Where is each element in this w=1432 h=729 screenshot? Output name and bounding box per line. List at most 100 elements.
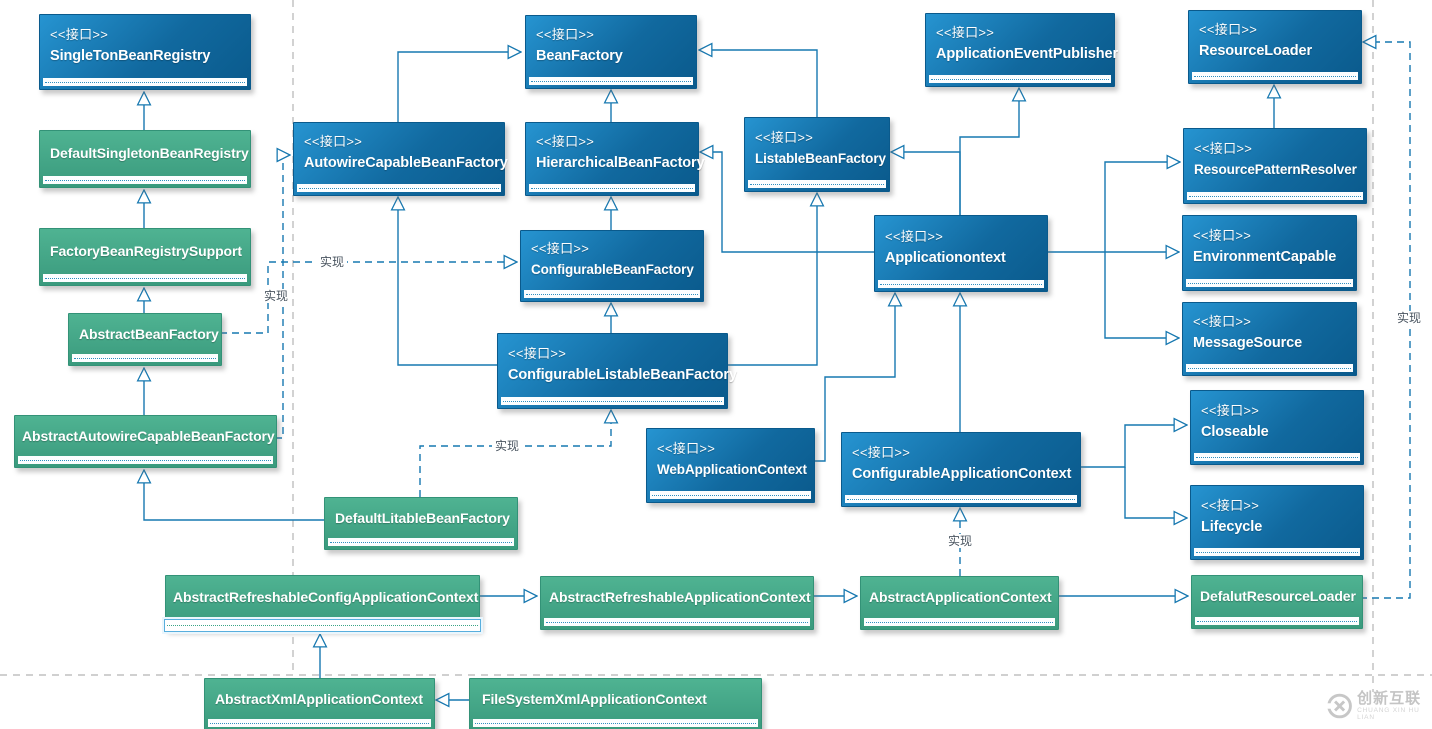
class-name: BeanFactory — [536, 48, 623, 64]
class-name: ResourcePatternResolver — [1194, 162, 1357, 177]
class-name: ConfigurableBeanFactory — [531, 262, 694, 277]
class-box-abstractapplicationcontext[interactable]: AbstractApplicationContext — [860, 576, 1059, 630]
class-name: DefalutResourceLoader — [1200, 588, 1356, 604]
implements-label: 实现 — [260, 289, 292, 303]
attributes-compartment — [1192, 72, 1358, 80]
interface-box-webapplicationcontext[interactable]: <<接口>> WebApplicationContext — [646, 428, 815, 503]
attributes-compartment — [328, 538, 514, 546]
class-name: AbstractAutowireCapableBeanFactory — [22, 427, 275, 444]
attributes-compartment — [864, 618, 1055, 626]
attributes-compartment — [529, 184, 695, 192]
watermark-subtext: CHUANG XIN HU LIAN — [1357, 707, 1420, 721]
attributes-compartment — [1194, 453, 1360, 461]
interface-box-listablebeanfactory[interactable]: <<接口>>ListableBeanFactory — [744, 117, 890, 192]
class-box-abstractrefreshableconfigapplicationcontext[interactable]: AbstractRefreshableConfigApplicationCont… — [164, 575, 481, 632]
edge-defaultlitablebeanfactory-to-abstractautowirecapablebeanfactory[interactable] — [144, 470, 324, 521]
watermark-brand: 创新互联 — [1357, 690, 1422, 707]
implements-label: 实现 — [491, 439, 523, 453]
stereotype-label: <<接口>> — [508, 346, 567, 361]
interface-box-resourceloader[interactable]: <<接口>>ResourceLoader — [1188, 10, 1362, 84]
interface-box-singletonbeanregistry[interactable]: <<接口>> SingleTonBeanRegistry — [39, 14, 251, 90]
class-name: AbstractBeanFactory — [79, 325, 219, 342]
interface-box-messagesource[interactable]: <<接口>>MessageSource — [1182, 302, 1357, 376]
stereotype-label: <<接口>> — [50, 27, 109, 42]
interface-box-environmentcapable[interactable]: <<接口>>EnvironmentCapable — [1182, 215, 1357, 291]
stereotype-label: <<接口>> — [304, 134, 363, 149]
implements-label: 实现 — [1393, 311, 1425, 325]
class-box-defaultsingletonbeanregistry[interactable]: DefaultSingletonBeanRegistry — [39, 130, 251, 188]
attributes-compartment — [43, 274, 247, 282]
interface-box-configurablebeanfactory[interactable]: <<接口>>ConfigurableBeanFactory — [520, 230, 704, 302]
edge-configurablelistablebeanfactory-to-autowirecapablebeanfactory[interactable] — [398, 197, 497, 366]
interface-box-applicationontext[interactable]: <<接口>>Applicationontext — [874, 215, 1048, 292]
class-box-defalutresourceloader[interactable]: DefalutResourceLoader — [1191, 575, 1363, 629]
edge-abstractbeanfactory-implements-configurablebeanfactory[interactable] — [220, 262, 517, 334]
class-name: ConfigurableApplicationContext — [852, 465, 1072, 482]
edge-defaultlitable-implements-configurablelistablebeanfactory[interactable] — [419, 410, 611, 497]
edge-autowirecapablebeanfactory-to-beanfactory[interactable] — [397, 52, 521, 122]
class-name: DefaultSingletonBeanRegistry — [50, 145, 249, 161]
class-name: SingleTonBeanRegistry — [50, 48, 211, 64]
edge-applicationontext-to-resourcepatternresolver[interactable] — [1104, 162, 1180, 252]
class-name: FileSystemXmlApplicationContext — [482, 690, 707, 707]
class-name: AbstractRefreshableApplicationContext — [549, 589, 811, 605]
attributes-compartment — [473, 719, 758, 727]
attributes-compartment — [929, 75, 1111, 83]
class-box-filesystemxmlapplicationcontext[interactable]: FileSystemXmlApplicationContext — [469, 678, 762, 729]
interface-box-resourcepatternresolver[interactable]: <<接口>> ResourcePatternResolver — [1183, 128, 1367, 204]
interface-box-closeable[interactable]: <<接口>>Closeable — [1190, 390, 1364, 465]
stereotype-label: <<接口>> — [1194, 141, 1253, 156]
class-name: FactoryBeanRegistrySupport — [50, 243, 242, 259]
stereotype-label: <<接口>> — [1199, 22, 1258, 37]
class-box-abstractrefreshableapplicationcontext[interactable]: AbstractRefreshableApplicationContext — [540, 576, 814, 630]
stereotype-label: <<接口>> — [536, 134, 595, 149]
class-name: WebApplicationContext — [657, 461, 807, 477]
interface-box-applicationeventpublisher[interactable]: <<接口>>ApplicationEventPublisher — [925, 13, 1118, 87]
interface-box-beanfactory[interactable]: <<接口>>BeanFactory — [525, 15, 697, 89]
edge-applicationontext-to-hierarchicalbeanfactory[interactable] — [700, 152, 874, 253]
edge-applicationontext-to-listablebeanfactory[interactable] — [891, 152, 961, 215]
attributes-compartment — [524, 290, 700, 298]
edge-configurablelistablebeanfactory-to-listablebeanfactory[interactable] — [726, 193, 817, 366]
watermark-logo-icon — [1326, 693, 1352, 719]
interface-box-configurableapplicationcontext[interactable]: <<接口>> ConfigurableApplicationContext — [841, 432, 1081, 507]
class-name: MessageSource — [1193, 335, 1303, 351]
edge-configurableapplicationcontext-to-lifecycle[interactable] — [1124, 467, 1187, 518]
attributes-compartment — [43, 78, 247, 86]
watermark: 创新互联 CHUANG XIN HU LIAN — [1326, 686, 1432, 726]
attributes-compartment — [72, 354, 218, 362]
class-name: ConfigurableListableBeanFactory — [508, 367, 737, 383]
class-name: AbstractRefreshableConfigApplicationCont… — [173, 588, 479, 605]
edge-configurableapplicationcontext-to-closeable[interactable] — [1079, 425, 1187, 468]
implements-label: 实现 — [316, 255, 348, 269]
interface-box-hierarchicalbeanfactory[interactable]: <<接口>>HierarchicalBeanFactory — [525, 122, 705, 196]
class-box-abstractxmlapplicationcontext[interactable]: AbstractXmlApplicationContext — [204, 678, 435, 729]
class-box-defaultlitablebeanfactory[interactable]: DefaultLitableBeanFactory — [324, 497, 518, 550]
class-name: ApplicationEventPublisher — [936, 46, 1118, 62]
edge-listablebeanfactory-to-beanfactory[interactable] — [699, 50, 818, 117]
class-box-abstractbeanfactory[interactable]: AbstractBeanFactory — [68, 313, 222, 366]
class-name: DefaultLitableBeanFactory — [335, 509, 510, 526]
attributes-compartment — [878, 280, 1044, 288]
class-name: AutowireCapableBeanFactory — [304, 155, 508, 171]
attributes-compartment — [1186, 364, 1353, 372]
interface-box-lifecycle[interactable]: <<接口>>Lifecycle — [1190, 485, 1364, 560]
attributes-compartment — [501, 397, 724, 405]
edge-applicationontext-to-applicationeventpublisher[interactable] — [959, 88, 1019, 215]
stereotype-label: <<接口>> — [852, 444, 911, 460]
stereotype-label: <<接口>> — [1201, 402, 1260, 418]
interface-box-autowirecapablebeanfactory[interactable]: <<接口>> AutowireCapableBeanFactory — [293, 122, 508, 196]
edge-applicationontext-to-messagesource[interactable] — [1104, 252, 1179, 338]
class-name: AbstractApplicationContext — [869, 589, 1052, 605]
stereotype-label: <<接口>> — [657, 440, 716, 456]
attributes-compartment — [1194, 548, 1360, 556]
edge-webapplicationcontext-to-applicationontext[interactable] — [813, 293, 895, 462]
attributes-compartment — [297, 184, 501, 192]
attributes-compartment — [208, 719, 431, 727]
class-box-abstractautowirecapablebeanfactory[interactable]: AbstractAutowireCapableBeanFactory — [14, 415, 277, 468]
class-name: ListableBeanFactory — [755, 150, 886, 166]
class-box-factorybeanregistrysupport[interactable]: FactoryBeanRegistrySupport — [39, 228, 251, 286]
attributes-compartment — [1186, 279, 1353, 287]
interface-box-configurablelistablebeanfactory[interactable]: <<接口>> ConfigurableListableBeanFactory — [497, 333, 737, 409]
